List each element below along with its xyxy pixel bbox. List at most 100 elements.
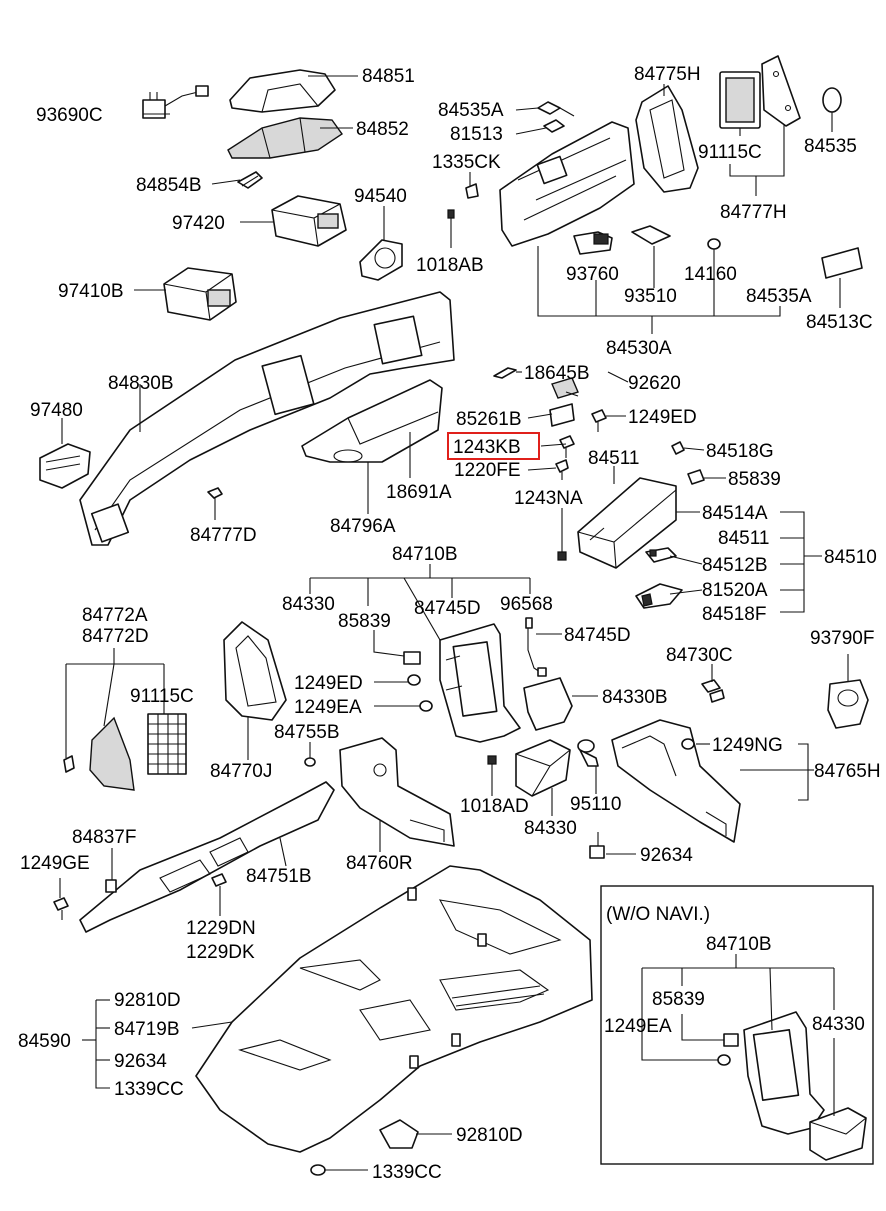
label-85261b: 85261B (456, 409, 522, 430)
label-84535: 84535 (804, 136, 857, 157)
trim-panel-91115c-part (719, 71, 761, 129)
switch-part (142, 85, 209, 119)
label-95110: 95110 (570, 794, 621, 815)
label-92810d-bottom: 92810D (456, 1125, 523, 1146)
label-84751b: 84751B (246, 866, 312, 887)
label-1243kb: 1243KB (453, 437, 521, 458)
label-92810d-left: 92810D (114, 990, 181, 1011)
label-84330-mid: 84330 (524, 818, 577, 839)
label-93760: 93760 (566, 264, 619, 285)
clip-84755b-part (304, 757, 316, 767)
screw-group-part (555, 409, 607, 561)
fan-93790f-part (827, 679, 869, 729)
side-cover-84772-part (63, 716, 135, 791)
leader-lines (59, 75, 849, 1171)
label-84830b: 84830B (108, 373, 174, 394)
label-1339cc-bottom: 1339CC (372, 1162, 442, 1183)
cover-93510-part (631, 225, 671, 245)
shroud-lower-part (227, 117, 343, 159)
dashboard-panel-part (79, 291, 455, 546)
label-84510: 84510 (824, 547, 877, 568)
label-84745d-top: 84745D (414, 598, 481, 619)
label-84710b-inset: 84710B (706, 934, 772, 955)
knee-panel-84751b-part (79, 781, 335, 933)
label-97480: 97480 (30, 400, 83, 421)
label-84330b: 84330B (602, 687, 668, 708)
label-1229dk: 1229DK (186, 942, 255, 963)
pad-85261b-part (549, 403, 575, 427)
label-93510: 93510 (624, 286, 677, 307)
label-84530a: 84530A (606, 338, 672, 359)
label-97410b: 97410B (58, 281, 124, 302)
label-84511-top: 84511 (588, 448, 639, 469)
side-vent-part (39, 443, 91, 489)
label-84535a-top: 84535A (438, 100, 504, 121)
label-84777h: 84777H (720, 202, 787, 223)
highlight-box (447, 432, 540, 460)
label-97420: 97420 (172, 213, 225, 234)
glove-box-part (577, 477, 677, 569)
label-1335ck: 1335CK (432, 152, 501, 173)
center-fascia-part (439, 623, 521, 743)
lower-tray-part (301, 379, 443, 463)
inset-fasteners (717, 1033, 739, 1066)
label-84518f: 84518F (702, 604, 766, 625)
label-84772d: 84772D (82, 626, 149, 647)
side-panel-84765h-part (611, 719, 741, 843)
inset-pocket-part (809, 1107, 867, 1161)
bracket-84777h-part (761, 55, 801, 127)
label-85839-mid: 85839 (338, 611, 391, 632)
label-84512b: 84512B (702, 555, 768, 576)
label-92620: 92620 (628, 373, 681, 394)
label-84330-top: 84330 (282, 594, 335, 615)
center-panel-84760r-part (339, 737, 455, 847)
shroud-upper-part (229, 69, 336, 113)
cluster-hood-part (499, 121, 635, 247)
switch-93760-part (573, 231, 613, 255)
label-81513: 81513 (450, 124, 503, 145)
label-84772a: 84772A (82, 605, 148, 626)
knob-95110-part (577, 739, 599, 767)
label-wo-navi: (W/O NAVI.) (606, 904, 710, 925)
label-1018ab: 1018AB (416, 255, 484, 276)
cable-96568-part (525, 617, 547, 677)
label-84511-right: 84511 (718, 528, 769, 549)
label-84837f: 84837F (72, 827, 136, 848)
label-84513c: 84513C (806, 312, 873, 333)
label-84796a: 84796A (330, 516, 396, 537)
grille-91115c-part (147, 713, 187, 775)
label-18645b: 18645B (524, 363, 590, 384)
label-84330-inset: 84330 (812, 1014, 865, 1035)
pocket-84330b-part (523, 677, 573, 731)
bezel-84775h-part (635, 85, 699, 193)
label-84535a-right: 84535A (746, 286, 812, 307)
clip-18645b-part (493, 367, 517, 379)
label-84765h: 84765H (814, 761, 881, 782)
sensor-part (359, 239, 403, 281)
bezel-84770j-part (223, 621, 287, 721)
label-84590: 84590 (18, 1031, 71, 1052)
label-1249ng: 1249NG (712, 735, 783, 756)
label-84770j: 84770J (210, 761, 272, 782)
label-84745d-right: 84745D (564, 625, 631, 646)
label-84710b: 84710B (392, 544, 458, 565)
label-1249ea-inset: 1249EA (604, 1016, 672, 1037)
label-1249ea-mid: 1249EA (294, 697, 362, 718)
climate-module-part (163, 267, 237, 321)
label-93690c: 93690C (36, 105, 103, 126)
screw-1229dn-part (211, 873, 227, 898)
label-93790f: 93790F (810, 628, 874, 649)
label-1339cc-left: 1339CC (114, 1079, 184, 1100)
label-96568: 96568 (500, 594, 553, 615)
latch-parts (635, 441, 705, 609)
clip-84837f-part (105, 879, 117, 893)
screw-1018ab-part (447, 209, 455, 228)
label-1249ed-mid: 1249ED (294, 673, 363, 694)
label-84760r: 84760R (346, 853, 413, 874)
label-84518g: 84518G (706, 441, 774, 462)
label-91115c-mid: 91115C (130, 686, 194, 707)
label-84854b: 84854B (136, 175, 202, 196)
screw-1249ge-part (53, 897, 69, 920)
label-92634-right: 92634 (640, 845, 693, 866)
